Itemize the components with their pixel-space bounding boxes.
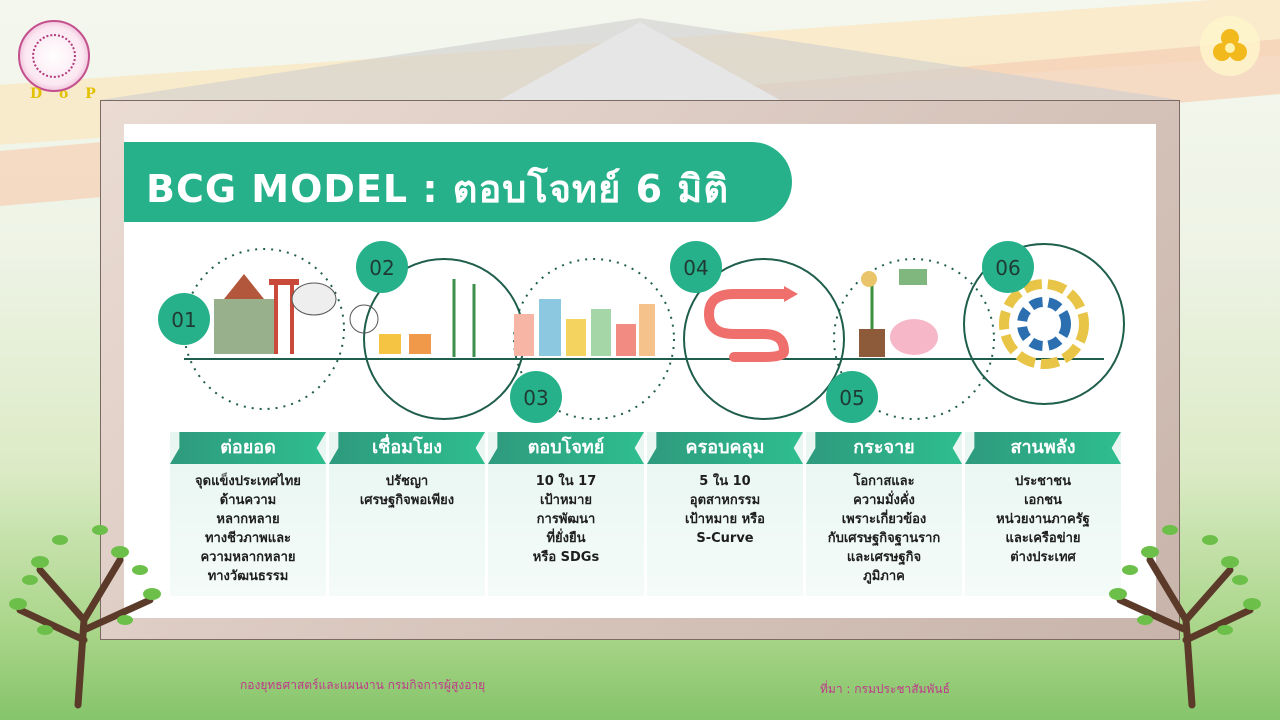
bcg-infographic: BCG MODEL : ตอบโจทย์ 6 มิติ bbox=[124, 124, 1156, 618]
step-label: ต่อยอด bbox=[170, 432, 326, 464]
ring-03 bbox=[513, 258, 675, 420]
slide-title: BCG MODEL : ตอบโจทย์ 6 มิติ bbox=[146, 167, 729, 211]
illustration-city-icon bbox=[514, 299, 655, 356]
step-marker-01: 01 bbox=[158, 293, 210, 345]
step-card-02: เชื่อมโยง ปรัชญาเศรษฐกิจพอเพียง bbox=[329, 432, 485, 596]
step-marker-02: 02 bbox=[356, 241, 408, 293]
dop-logo bbox=[18, 20, 90, 92]
step-number: 02 bbox=[369, 256, 394, 280]
ring-04 bbox=[683, 258, 845, 420]
illustration-thai-culture-icon bbox=[214, 274, 337, 354]
process-diagram: 01 02 03 04 05 06 bbox=[158, 241, 1125, 423]
roof-shape bbox=[100, 18, 1180, 100]
tree-left-icon bbox=[9, 525, 161, 709]
logo-emblem-icon bbox=[32, 34, 76, 78]
footer-department: กองยุทธศาสตร์และแผนงาน กรมกิจการผู้สูงอา… bbox=[240, 678, 486, 692]
step-marker-05: 05 bbox=[826, 371, 878, 423]
ring-05 bbox=[833, 258, 995, 420]
step-number: 03 bbox=[523, 386, 548, 410]
step-description: จุดแข็งประเทศไทยด้านความหลากหลายทางชีวภา… bbox=[195, 474, 301, 584]
illustration-s-curve-icon bbox=[703, 286, 798, 362]
step-card-05: กระจาย โอกาสและความมั่งคั่งเพราะเกี่ยวข้… bbox=[806, 432, 962, 596]
sun-flower-icon bbox=[1200, 16, 1260, 76]
ring-06 bbox=[963, 243, 1125, 405]
step-label: ตอบโจทย์ bbox=[488, 432, 644, 464]
illustration-network-icon bbox=[999, 279, 1089, 369]
step-marker-06: 06 bbox=[982, 241, 1034, 293]
step-number: 04 bbox=[683, 256, 708, 280]
step-description: โอกาสและความมั่งคั่งเพราะเกี่ยวข้องกับเศ… bbox=[827, 474, 941, 584]
ring-01 bbox=[183, 248, 345, 410]
step-description: ปรัชญาเศรษฐกิจพอเพียง bbox=[359, 474, 455, 508]
step-label: ครอบคลุม bbox=[647, 432, 803, 464]
step-card-06: สานพลัง ประชาชนเอกชนหน่วยงานภาครัฐและเคร… bbox=[965, 432, 1121, 596]
illustration-money-tree-icon bbox=[859, 269, 938, 357]
step-marker-04: 04 bbox=[670, 241, 722, 293]
logo-text: D o P bbox=[30, 86, 102, 102]
title-banner: BCG MODEL : ตอบโจทย์ 6 มิติ bbox=[124, 142, 792, 222]
step-number: 01 bbox=[171, 308, 196, 332]
step-number: 05 bbox=[839, 386, 864, 410]
step-description: ประชาชนเอกชนหน่วยงานภาครัฐและเครือข่ายต่… bbox=[996, 474, 1090, 565]
step-label: กระจาย bbox=[806, 432, 962, 464]
step-label: เชื่อมโยง bbox=[329, 432, 485, 464]
footer-source: ที่มา : กรมประชาสัมพันธ์ bbox=[820, 682, 950, 696]
step-label: สานพลัง bbox=[965, 432, 1121, 464]
step-number: 06 bbox=[995, 256, 1020, 280]
step-card-01: ต่อยอด จุดแข็งประเทศไทยด้านความหลากหลายท… bbox=[170, 432, 326, 596]
step-marker-03: 03 bbox=[510, 371, 562, 423]
tree-right-icon bbox=[1109, 525, 1261, 709]
illustration-village-icon bbox=[349, 279, 476, 357]
